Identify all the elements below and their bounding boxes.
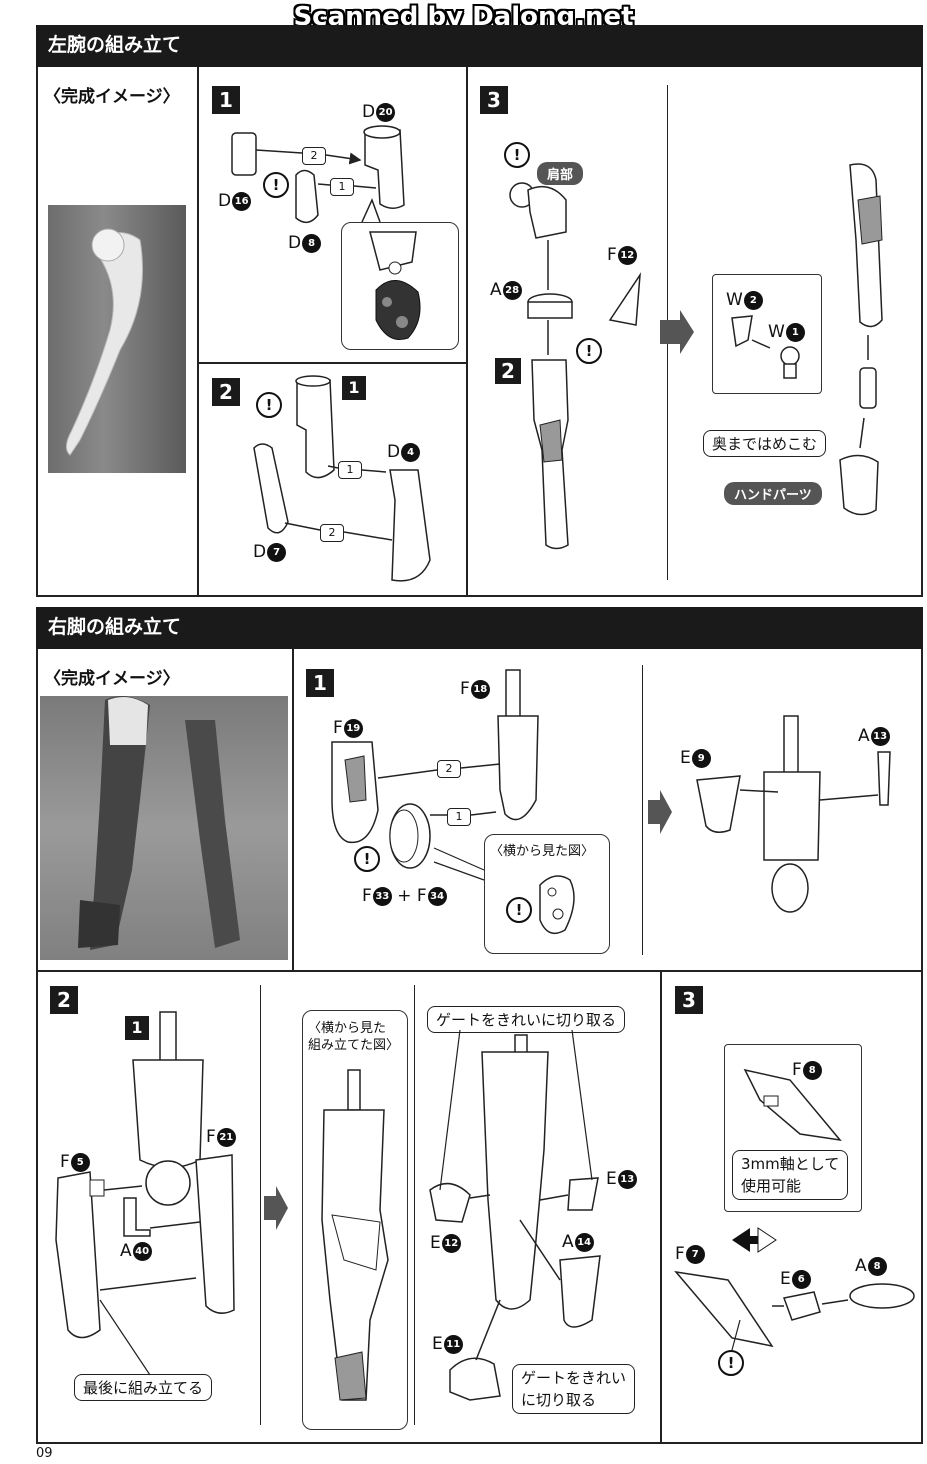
right-leg-step1-divider [642, 665, 643, 955]
right-leg-step2-divider-a [260, 985, 261, 1425]
right-leg-step3-number: 3 [675, 986, 703, 1014]
right-leg-step2-number: 2 [50, 986, 78, 1014]
right-leg-step3-note-line1: 3mm軸として [741, 1155, 840, 1173]
right-leg-hdivider [37, 970, 922, 972]
callout-push-in: 奥まではめこむ [703, 430, 827, 457]
callout-gate-bottom: ゲートをきれい に切り取る [512, 1364, 636, 1414]
right-leg-step2-divider-b [414, 985, 415, 1425]
page-number: 09 [36, 1446, 53, 1461]
right-leg-step2-ref: 1 [125, 1016, 149, 1040]
right-leg-step2-side-assembled-box [302, 1010, 408, 1430]
left-arm-step1-number: 1 [212, 86, 240, 114]
callout-gate-bottom-line2: に切り取る [521, 1391, 597, 1409]
caution-icon: ! [504, 142, 530, 168]
left-arm-step2-ref: 1 [342, 376, 366, 400]
left-arm-divider-1 [197, 67, 199, 595]
left-arm-hdivider [197, 362, 467, 364]
right-leg-step3-note-line2: 使用可能 [741, 1177, 802, 1195]
right-leg-photo [40, 696, 288, 960]
left-arm-image-label: 〈完成イメージ〉 [44, 87, 180, 107]
right-leg-title: 右脚の組み立て [36, 607, 923, 649]
right-leg-step2-side-assembled-label-1: 〈横から見た [308, 1021, 387, 1036]
order-marker: 1 [447, 808, 471, 826]
right-leg-step3-detail-box [724, 1044, 862, 1212]
left-arm-step1-detail-box [341, 222, 459, 350]
left-arm-photo [48, 205, 186, 473]
order-marker: 1 [338, 461, 362, 479]
callout-assemble-last: 最後に組み立てる [74, 1374, 213, 1401]
left-arm-step3-w-box [712, 274, 822, 394]
order-marker: 2 [320, 524, 344, 542]
right-leg-step1-number: 1 [306, 669, 334, 697]
right-leg-step2-side-assembled-label-2: 組み立てた図〉 [308, 1038, 400, 1053]
callout-gate-bottom-line1: ゲートをきれい [521, 1369, 627, 1387]
right-leg-step3-note: 3mm軸として 使用可能 [732, 1150, 849, 1200]
right-leg-step1-side-view-box [484, 834, 610, 954]
right-leg-image-label: 〈完成イメージ〉 [44, 669, 180, 689]
right-leg-step1-side-view-label: 〈横から見た図〉 [490, 844, 595, 859]
tag-shoulder: 肩部 [537, 162, 584, 185]
caution-icon: ! [354, 846, 380, 872]
caution-icon: ! [506, 897, 532, 923]
callout-gate-top: ゲートをきれいに切り取る [427, 1006, 626, 1033]
right-leg-divider-2 [660, 970, 662, 1444]
left-arm-step3-sub: 2 [495, 358, 521, 384]
caution-icon: ! [576, 338, 602, 364]
left-arm-divider-2 [466, 67, 468, 595]
order-marker: 1 [330, 178, 354, 196]
right-leg-divider-1 [292, 649, 294, 971]
tag-hand-parts: ハンドパーツ [724, 482, 822, 505]
caution-icon: ! [256, 392, 282, 418]
caution-icon: ! [718, 1350, 744, 1376]
order-marker: 2 [302, 147, 326, 165]
order-marker: 2 [437, 760, 461, 778]
left-arm-title: 左腕の組み立て [36, 25, 923, 67]
left-arm-step2-number: 2 [212, 378, 240, 406]
caution-icon: ! [263, 172, 289, 198]
left-arm-step3-number: 3 [480, 86, 508, 114]
left-arm-step3-divider [667, 85, 668, 580]
